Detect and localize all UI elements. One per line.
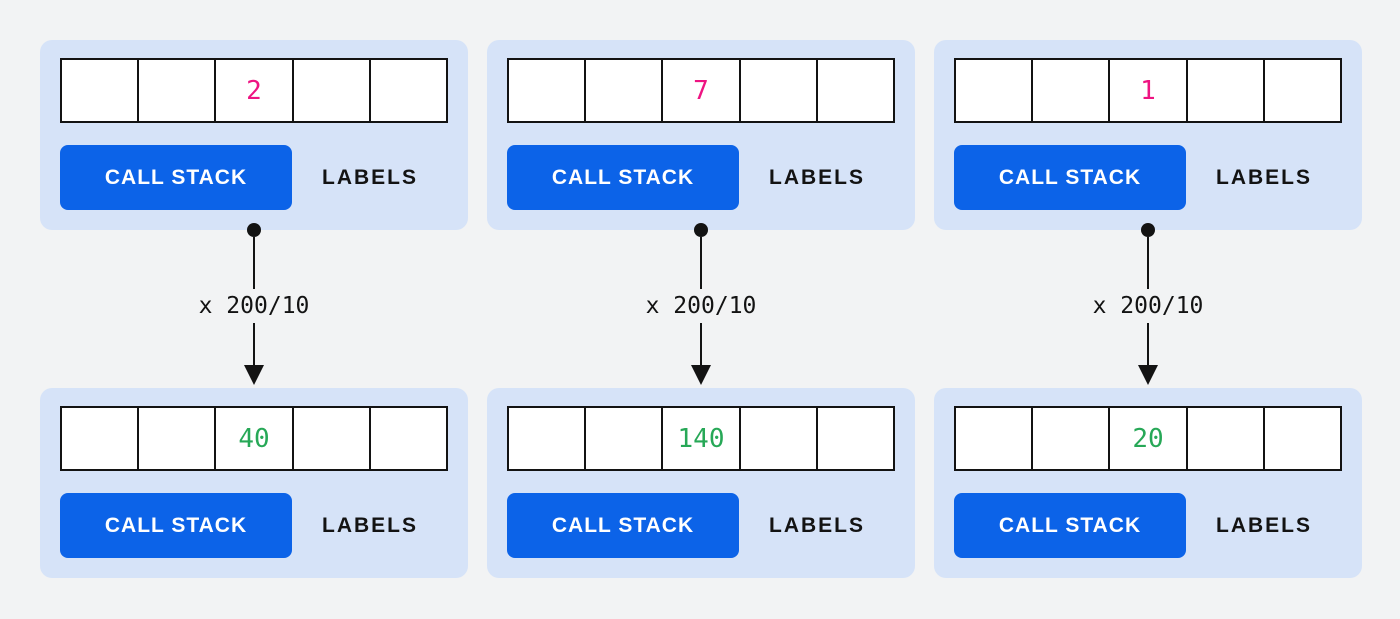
array-row: 40 [60,406,449,471]
array-cell [137,406,217,471]
panel-col3-before: 1 CALL STACK LABELS [934,40,1362,230]
labels-tab[interactable]: LABELS [322,513,418,537]
array-cell [1185,58,1265,123]
labels-tab[interactable]: LABELS [1216,513,1312,537]
array-cell [368,406,449,471]
call-stack-button[interactable]: CALL STACK [60,145,292,210]
array-cell [584,58,664,123]
call-stack-button[interactable]: CALL STACK [507,493,739,558]
array-cell [1262,58,1343,123]
array-cell-value: 40 [214,406,294,471]
array-row: 7 [507,58,896,123]
call-stack-button[interactable]: CALL STACK [954,145,1186,210]
array-cell-value: 7 [661,58,741,123]
arrowhead-icon [1138,365,1158,385]
arrow-line [252,237,256,289]
transform-arrow-col3: x 200/10 [934,223,1362,388]
call-stack-button[interactable]: CALL STACK [954,493,1186,558]
arrow-operation-label: x 200/10 [645,293,757,319]
labels-tab[interactable]: LABELS [769,165,865,189]
array-cell [738,406,818,471]
arrow-line [699,323,703,365]
array-cell [815,406,896,471]
transform-arrow-col1: x 200/10 [40,223,468,388]
array-cell [137,58,217,123]
array-cell [507,58,587,123]
labels-tab[interactable]: LABELS [1216,165,1312,189]
array-cell [1031,58,1111,123]
array-cell [954,406,1034,471]
arrow-operation-label: x 200/10 [198,293,310,319]
array-cell-value: 140 [661,406,741,471]
tab-row: CALL STACK LABELS [954,493,1342,558]
array-cell [738,58,818,123]
arrowhead-icon [244,365,264,385]
array-cell [60,58,140,123]
arrow-line [699,237,703,289]
panel-col3-after: 20 CALL STACK LABELS [934,388,1362,578]
tab-row: CALL STACK LABELS [60,493,448,558]
tab-row: CALL STACK LABELS [60,145,448,210]
array-cell-value: 1 [1108,58,1188,123]
call-stack-button[interactable]: CALL STACK [60,493,292,558]
array-cell [291,58,371,123]
arrow-origin-dot [247,223,261,237]
tab-row: CALL STACK LABELS [507,145,895,210]
array-row: 2 [60,58,449,123]
array-cell [1031,406,1111,471]
array-cell [815,58,896,123]
array-row: 1 [954,58,1343,123]
array-cell [954,58,1034,123]
tab-row: CALL STACK LABELS [954,145,1342,210]
array-row: 20 [954,406,1343,471]
transform-arrow-col2: x 200/10 [487,223,915,388]
array-cell [368,58,449,123]
array-cell [291,406,371,471]
array-row: 140 [507,406,896,471]
arrow-line [252,323,256,365]
arrowhead-icon [691,365,711,385]
call-stack-button[interactable]: CALL STACK [507,145,739,210]
labels-tab[interactable]: LABELS [322,165,418,189]
arrow-line [1146,323,1150,365]
array-cell [507,406,587,471]
tab-row: CALL STACK LABELS [507,493,895,558]
array-cell [60,406,140,471]
arrow-operation-label: x 200/10 [1092,293,1204,319]
array-cell [1185,406,1265,471]
panel-col2-after: 140 CALL STACK LABELS [487,388,915,578]
arrow-origin-dot [1141,223,1155,237]
arrow-origin-dot [694,223,708,237]
array-cell [584,406,664,471]
panel-col1-before: 2 CALL STACK LABELS [40,40,468,230]
panel-col1-after: 40 CALL STACK LABELS [40,388,468,578]
array-cell [1262,406,1343,471]
panel-col2-before: 7 CALL STACK LABELS [487,40,915,230]
array-cell-value: 20 [1108,406,1188,471]
array-cell-value: 2 [214,58,294,123]
arrow-line [1146,237,1150,289]
labels-tab[interactable]: LABELS [769,513,865,537]
